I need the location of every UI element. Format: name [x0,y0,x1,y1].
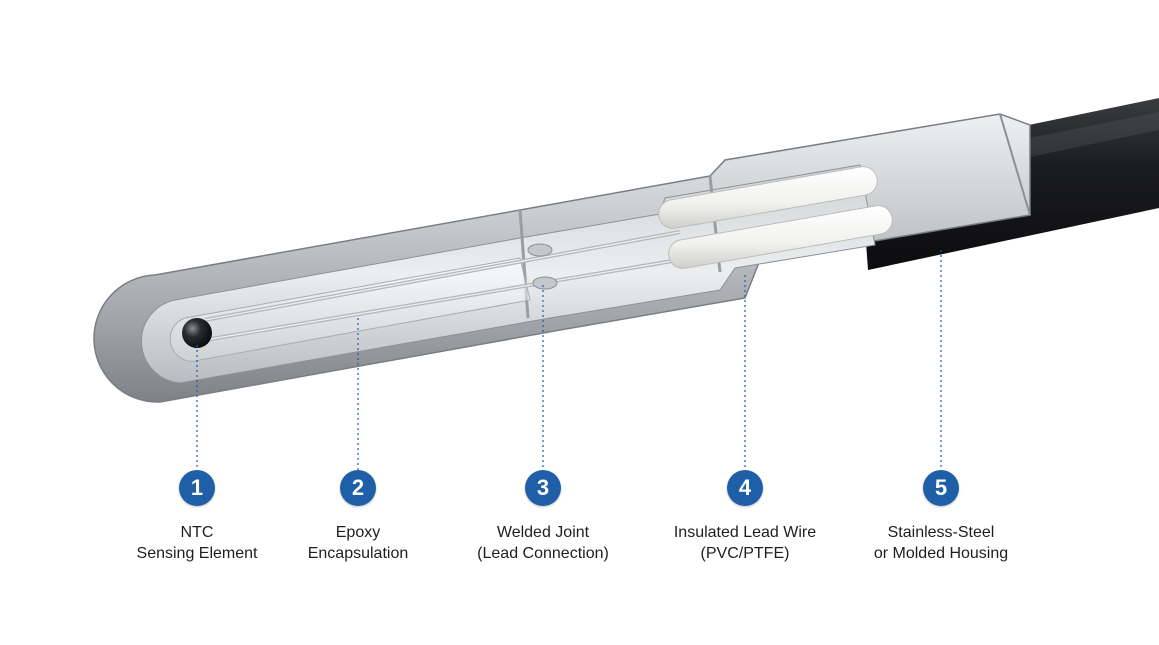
callout-label: Epoxy Encapsulation [308,522,409,564]
callout-label: Stainless-Steel or Molded Housing [874,522,1008,564]
callout-number-badge: 1 [179,470,215,506]
lead-wire-icon [658,166,893,269]
callout-housing: 5 Stainless-Steel or Molded Housing [831,470,1051,564]
callout-number-badge: 4 [727,470,763,506]
callout-insulated-lead-wire: 4 Insulated Lead Wire (PVC/PTFE) [635,470,855,564]
callout-label-line2: Encapsulation [307,545,409,562]
callout-number-badge: 3 [525,470,561,506]
leader-lines [196,250,942,470]
callout-label-line2: (Lead Connection) [477,545,609,562]
callout-label-line1: NTC [180,524,214,541]
callout-welded-joint: 3 Welded Joint (Lead Connection) [433,470,653,564]
callout-label-line2: Sensing Element [136,545,258,562]
weld-joint-icon [527,243,558,290]
ntc-bead-icon [182,318,212,348]
lead-wires [204,230,691,342]
callout-label-line2: (PVC/PTFE) [700,545,790,562]
callout-ntc-sensing-element: 1 NTC Sensing Element [87,470,307,564]
callout-number-badge: 2 [340,470,376,506]
callout-label: Insulated Lead Wire (PVC/PTFE) [674,522,816,564]
callout-label: NTC Sensing Element [137,522,258,564]
callout-label-line2: or Molded Housing [873,545,1009,562]
callout-label-line1: Insulated Lead Wire [673,524,817,541]
callout-label-line1: Stainless-Steel [887,524,995,541]
callout-label-line1: Epoxy [335,524,381,541]
callout-epoxy-encapsulation: 2 Epoxy Encapsulation [248,470,468,564]
callout-label-line1: Welded Joint [496,524,590,541]
callout-label: Welded Joint (Lead Connection) [477,522,609,564]
epoxy-tube-icon [169,257,531,362]
callout-number-badge: 5 [923,470,959,506]
